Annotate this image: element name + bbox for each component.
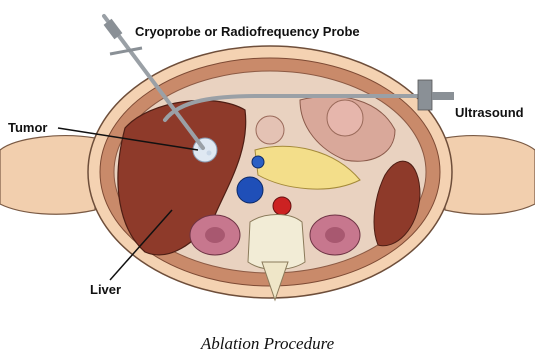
bowel-loop <box>256 116 284 144</box>
ultrasound-handle <box>418 80 432 110</box>
aorta <box>273 197 291 215</box>
label-ultrasound: Ultrasound <box>455 105 524 120</box>
right-arm <box>445 136 535 215</box>
vertebra <box>248 215 305 270</box>
left-arm <box>0 136 95 215</box>
figure-caption: Ablation Procedure <box>0 334 535 354</box>
ultrasound-tail <box>432 92 454 100</box>
right-kidney-pelvis <box>205 227 225 243</box>
left-kidney-pelvis <box>325 227 345 243</box>
vena-cava <box>237 177 263 203</box>
label-tumor: Tumor <box>8 120 47 135</box>
colon-upper <box>327 100 363 136</box>
probe-handle-cross <box>110 48 142 54</box>
label-probe: Cryoprobe or Radiofrequency Probe <box>135 24 360 39</box>
portal-vein <box>252 156 264 168</box>
label-liver: Liver <box>90 282 121 297</box>
